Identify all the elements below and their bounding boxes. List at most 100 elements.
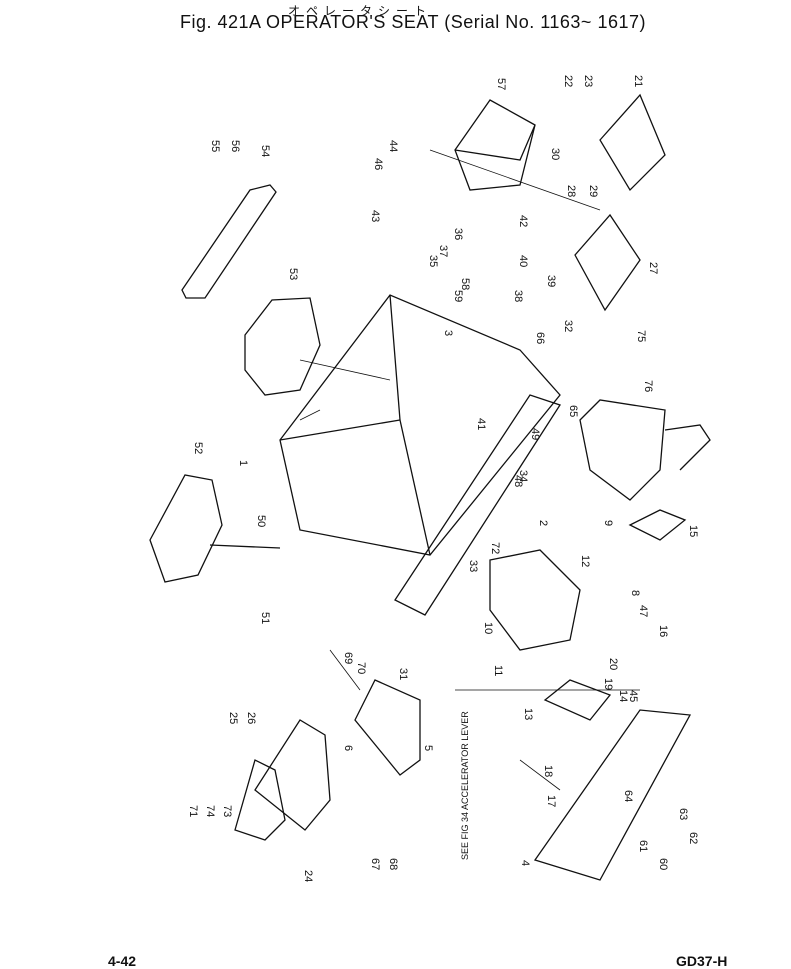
callout-35: 35 [427,255,439,267]
callout-56: 56 [229,140,241,152]
callout-27: 27 [647,262,659,274]
box-10 [489,549,581,651]
callout-30: 30 [549,148,561,160]
base-plate [533,709,692,881]
callout-6: 6 [342,745,354,751]
armrest-bar [181,184,277,299]
callout-39: 39 [545,275,557,287]
callout-61: 61 [637,840,649,852]
callout-3: 3 [442,330,454,336]
callout-44: 44 [387,140,399,152]
callout-17: 17 [545,795,557,807]
callout-8: 8 [629,590,641,596]
callout-75: 75 [635,330,647,342]
callout-28: 28 [565,185,577,197]
callout-52: 52 [192,442,204,454]
callout-60: 60 [657,858,669,870]
handle [664,424,711,471]
callout-48: 48 [512,475,524,487]
title-main: Fig. 421A OPERATOR'S SEAT (Serial No. 11… [180,12,646,32]
callout-11: 11 [492,665,504,676]
callout-43: 43 [369,210,381,222]
callout-25: 25 [227,712,239,724]
callout-41: 41 [475,418,487,430]
callout-63: 63 [677,808,689,820]
callout-59: 59 [452,290,464,302]
callout-66: 66 [534,332,546,344]
callout-36: 36 [452,228,464,240]
panel-24 [254,719,331,831]
callout-16: 16 [657,625,669,637]
title-japanese: オペレータシート [288,4,433,18]
callout-5: 5 [422,745,434,751]
seat-frame [279,294,561,556]
callout-74: 74 [204,805,216,817]
callout-47: 47 [637,605,649,617]
callout-45: 45 [627,690,639,702]
plate-13 [543,679,612,721]
panel-27 [574,213,641,312]
callout-31: 31 [397,668,409,680]
callout-32: 32 [562,320,574,332]
callout-64: 64 [622,790,634,802]
callout-73: 73 [221,805,233,817]
callout-67: 67 [369,858,381,870]
callout-72: 72 [489,542,501,554]
callout-29: 29 [587,185,599,197]
callout-37: 37 [437,245,449,257]
callout-58: 58 [459,278,471,290]
callout-54: 54 [259,145,271,157]
callout-71: 71 [187,805,199,817]
callout-14: 14 [617,690,629,702]
callout-42: 42 [517,215,529,227]
plate-15 [628,509,687,541]
callout-15: 15 [687,525,699,537]
frame-rail [394,394,561,616]
callout-53: 53 [287,268,299,280]
callout-62: 62 [687,832,699,844]
callout-40: 40 [517,255,529,267]
callout-4: 4 [519,860,531,866]
callout-68: 68 [387,858,399,870]
callout-38: 38 [512,290,524,302]
callout-34: 34 [517,470,529,482]
bracket-assembly [579,399,666,501]
page-number: 4-42 [108,953,137,969]
callout-55: 55 [209,140,221,152]
callout-20: 20 [607,658,619,670]
cover-5 [354,679,421,776]
callout-46: 46 [372,158,384,170]
callout-65: 65 [567,405,579,417]
seat-cushion [149,474,223,583]
part-outlines [149,93,711,881]
callout-51: 51 [259,612,271,624]
callout-10: 10 [482,622,494,634]
callout-57: 57 [495,78,507,90]
seat-back-cushion [244,297,321,396]
seat-post [209,544,281,549]
callout-33: 33 [467,560,479,572]
callout-76: 76 [642,380,654,392]
callout-50: 50 [255,515,267,527]
callout-26: 26 [245,712,257,724]
callout-12: 12 [579,555,591,567]
callout-49: 49 [529,428,541,440]
callout-1: 1 [237,460,249,466]
callout-13: 13 [522,708,534,720]
panel-21 [599,93,666,192]
figure-title: オペレータシート Fig. 421A OPERATOR'S SEAT (Seri… [180,2,740,42]
callout-70: 70 [355,662,367,674]
callout-9: 9 [602,520,614,526]
callout-18: 18 [542,765,554,777]
callout-69: 69 [342,652,354,664]
top-box [454,99,536,191]
callout-19: 19 [602,678,614,690]
callout-22: 22 [562,75,574,87]
model-code: GD37-H [676,953,728,969]
callout-2: 2 [537,520,549,526]
panel-30 [234,759,286,841]
callout-23: 23 [582,75,594,87]
callout-24: 24 [302,870,314,882]
